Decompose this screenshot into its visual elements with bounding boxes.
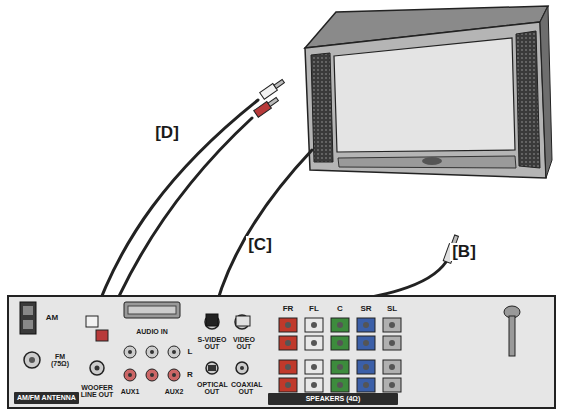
callout-label: [D] (153, 124, 181, 142)
panel-band: SPEAKERS (4Ω) (268, 393, 398, 405)
television (305, 6, 552, 178)
terminal-label: SR (360, 305, 371, 313)
jack-label: AUX2 (165, 388, 184, 395)
terminal-label: AM (46, 314, 58, 322)
jack-label: AUDIO IN (136, 328, 168, 335)
jack-label: S-VIDEO OUT (197, 336, 227, 351)
rca-plug (236, 316, 250, 326)
jack-label: AUX1 (121, 388, 140, 395)
jack-label: VIDEO OUT (231, 336, 257, 351)
terminal-label: SL (387, 305, 397, 313)
panel-band: AM/FM ANTENNA (14, 392, 79, 404)
jack-label: WOOFER LINE OUT (75, 384, 119, 399)
speaker-terminals (279, 318, 401, 392)
channel-label: L (188, 348, 193, 356)
receiver-rear-panel (8, 296, 555, 408)
terminal-label: C (337, 305, 343, 313)
rca-plug (260, 78, 286, 99)
channel-label: R (187, 371, 193, 379)
rca-plug (86, 316, 98, 327)
callout-label: [C] (246, 236, 274, 254)
rca-plug (254, 96, 280, 117)
terminal-label: FR (283, 305, 294, 313)
terminal-label: FM (75Ω) (45, 353, 75, 368)
band-label: SPEAKERS (4Ω) (268, 395, 398, 403)
band-label: AM/FM ANTENNA (14, 394, 79, 402)
jack-label: OPTICAL OUT (197, 381, 227, 396)
callout-label: [B] (450, 243, 478, 261)
s-video-plug (206, 314, 218, 326)
rca-plug (96, 330, 108, 341)
jack-label: COAXIAL OUT (231, 381, 261, 396)
terminal-label: FL (309, 305, 319, 313)
